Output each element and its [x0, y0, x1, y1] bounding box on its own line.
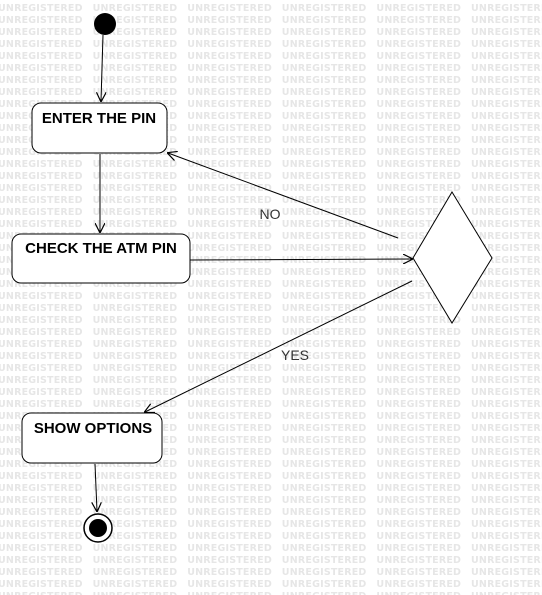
node-enter-pin[interactable]: ENTER THE PIN: [31, 102, 168, 154]
initial-node: [94, 13, 116, 35]
node-enter-pin-label: ENTER THE PIN: [42, 110, 156, 127]
decision-node[interactable]: [412, 191, 493, 324]
node-check-pin-label: CHECK THE ATM PIN: [25, 240, 177, 257]
node-check-pin[interactable]: CHECK THE ATM PIN: [11, 233, 191, 284]
edge-label-no: NO: [260, 206, 281, 222]
node-show-options-label: SHOW OPTIONS: [34, 420, 152, 437]
edge-check-pin-to-decision: [189, 259, 412, 260]
final-node: [83, 513, 113, 543]
edge-start-to-enter-pin: [101, 34, 103, 101]
node-show-options[interactable]: SHOW OPTIONS: [21, 412, 163, 464]
edge-show-options-to-end: [95, 463, 97, 511]
edge-label-yes: YES: [281, 347, 309, 363]
edge-decision-no-to-enter-pin: [168, 153, 399, 239]
edge-decision-yes-to-show-options: [145, 280, 413, 412]
